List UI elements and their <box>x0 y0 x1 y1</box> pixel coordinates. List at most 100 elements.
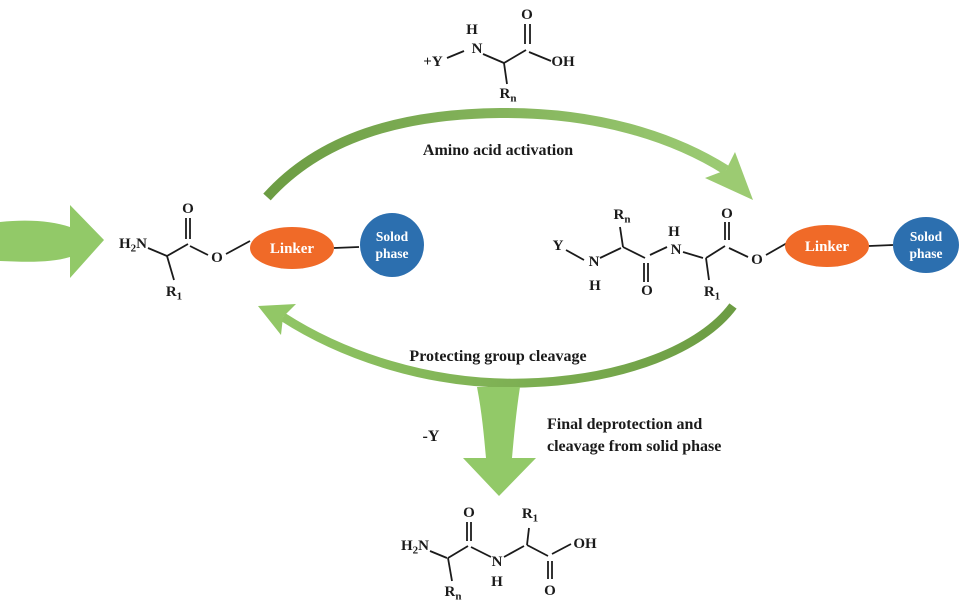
bond <box>447 545 469 559</box>
atom-label-rn: Rn <box>500 86 517 105</box>
structure-released-dipeptide: H2N O Rn N H R1 O OH <box>401 505 597 603</box>
atom-label-rn: Rn <box>614 207 631 226</box>
cycle-arrow-top-arrowhead <box>705 152 753 200</box>
linker-label: Linker <box>270 241 315 257</box>
caption-final-deprotection-line1: Final deprotection and <box>547 416 702 433</box>
atom-label-oh: OH <box>573 536 597 552</box>
cycle-arrow-bottom <box>258 303 737 388</box>
atom-label-n: N <box>492 554 503 570</box>
linker-node <box>250 227 334 269</box>
bond <box>565 249 585 261</box>
atom-label-rn-base: R <box>614 207 625 223</box>
solid-phase-label-line2: phase <box>375 246 408 261</box>
cycle-arrow-bottom-arrowhead <box>258 304 296 335</box>
atom-label-r1-sub: 1 <box>177 291 183 303</box>
atom-label-n2: N <box>671 242 682 258</box>
bond <box>649 246 668 256</box>
atom-label-h2n: H2N <box>119 236 147 255</box>
bond <box>503 62 508 85</box>
release-arrow-shape <box>463 387 536 496</box>
atom-label-o2: O <box>721 206 733 222</box>
atom-label-ester-o: O <box>211 250 223 266</box>
input-arrow <box>0 205 104 278</box>
solid-phase-node <box>360 213 424 277</box>
atom-label-h1: H <box>589 278 601 294</box>
atom-label-h2n-n: N <box>418 538 429 554</box>
atom-label-oh: OH <box>551 54 575 70</box>
release-arrow <box>463 387 536 496</box>
solid-phase-node <box>893 217 959 273</box>
atom-label-r1-sub: 1 <box>715 291 721 303</box>
atom-label-o2: O <box>544 583 556 599</box>
caption-protecting-group-cleavage: Protecting group cleavage <box>409 348 586 365</box>
bond <box>482 53 505 64</box>
bond <box>551 543 572 555</box>
atom-label-r1: R1 <box>522 506 538 525</box>
structure-incoming-amino-acid: +Y H N O OH Rn <box>423 7 575 105</box>
linker-node <box>785 225 869 267</box>
bond <box>503 49 527 64</box>
atom-label-ester-o: O <box>751 252 763 268</box>
bond <box>868 244 894 247</box>
bond <box>189 245 209 256</box>
bond <box>470 546 492 558</box>
atom-label-h2n-n: N <box>136 236 147 252</box>
atom-label-rn-sub: n <box>455 591 461 603</box>
atom-label-r1-sub: 1 <box>533 513 539 525</box>
bond <box>765 242 788 256</box>
atom-label-rn-base: R <box>500 86 511 102</box>
atom-label-h: H <box>466 22 478 38</box>
bond <box>728 247 749 258</box>
atom-label-r1-base: R <box>166 284 177 300</box>
atom-label-rn: Rn <box>445 584 462 603</box>
atom-label-h2n-sub: 2 <box>413 545 419 557</box>
atom-label-r1: R1 <box>166 284 182 303</box>
atom-label-h2n-h: H <box>401 538 413 554</box>
cycle-captions: Amino acid activation Protecting group c… <box>409 142 721 455</box>
solid-phase-label-line2: phase <box>909 246 942 261</box>
atom-label-n1: N <box>589 254 600 270</box>
bond <box>526 544 549 557</box>
bond <box>166 243 189 257</box>
bond <box>333 246 360 249</box>
atom-label-rn-base: R <box>445 584 456 600</box>
atom-label-h2n-sub: 2 <box>131 243 137 255</box>
atom-label-rn-sub: n <box>624 214 630 226</box>
atom-label-h2n-h: H <box>119 236 131 252</box>
cycle-arrow-top-body <box>263 107 729 201</box>
structure-resin-bound-amino-acid: H2N O O R1 Linker Solod phase <box>119 201 424 303</box>
bond <box>147 247 168 257</box>
atom-label-h: H <box>491 574 503 590</box>
bond <box>166 255 175 281</box>
bond <box>446 50 465 59</box>
bond <box>705 245 726 259</box>
atom-label-o: O <box>521 7 533 23</box>
bond <box>622 246 646 259</box>
cycle-arrow-top <box>263 107 753 201</box>
bond <box>429 550 448 559</box>
input-arrow-shape <box>0 205 104 278</box>
bond <box>619 226 624 248</box>
cycle-arrow-bottom-body <box>280 303 737 388</box>
caption-amino-acid-activation: Amino acid activation <box>423 142 573 159</box>
solid-phase-label-line1: Solod <box>376 229 409 244</box>
bond <box>503 545 525 558</box>
bond <box>225 240 251 255</box>
atom-label-r1: R1 <box>704 284 720 303</box>
atom-label-o: O <box>182 201 194 217</box>
structure-resin-bound-dipeptide: Y N H Rn O H N R1 O O Linker Solod phase <box>553 206 959 303</box>
atom-label-h2: H <box>668 224 680 240</box>
atom-label-rn-sub: n <box>510 93 516 105</box>
linker-label: Linker <box>805 239 850 255</box>
bond <box>528 51 552 62</box>
bond <box>599 247 622 259</box>
atom-label-r1-base: R <box>704 284 715 300</box>
atom-label-r1-base: R <box>522 506 533 522</box>
caption-final-deprotection-line2: cleavage from solid phase <box>547 438 721 455</box>
atom-label-y: Y <box>553 238 564 254</box>
bond <box>682 251 704 259</box>
atom-label-o1: O <box>463 505 475 521</box>
bond <box>705 257 710 281</box>
